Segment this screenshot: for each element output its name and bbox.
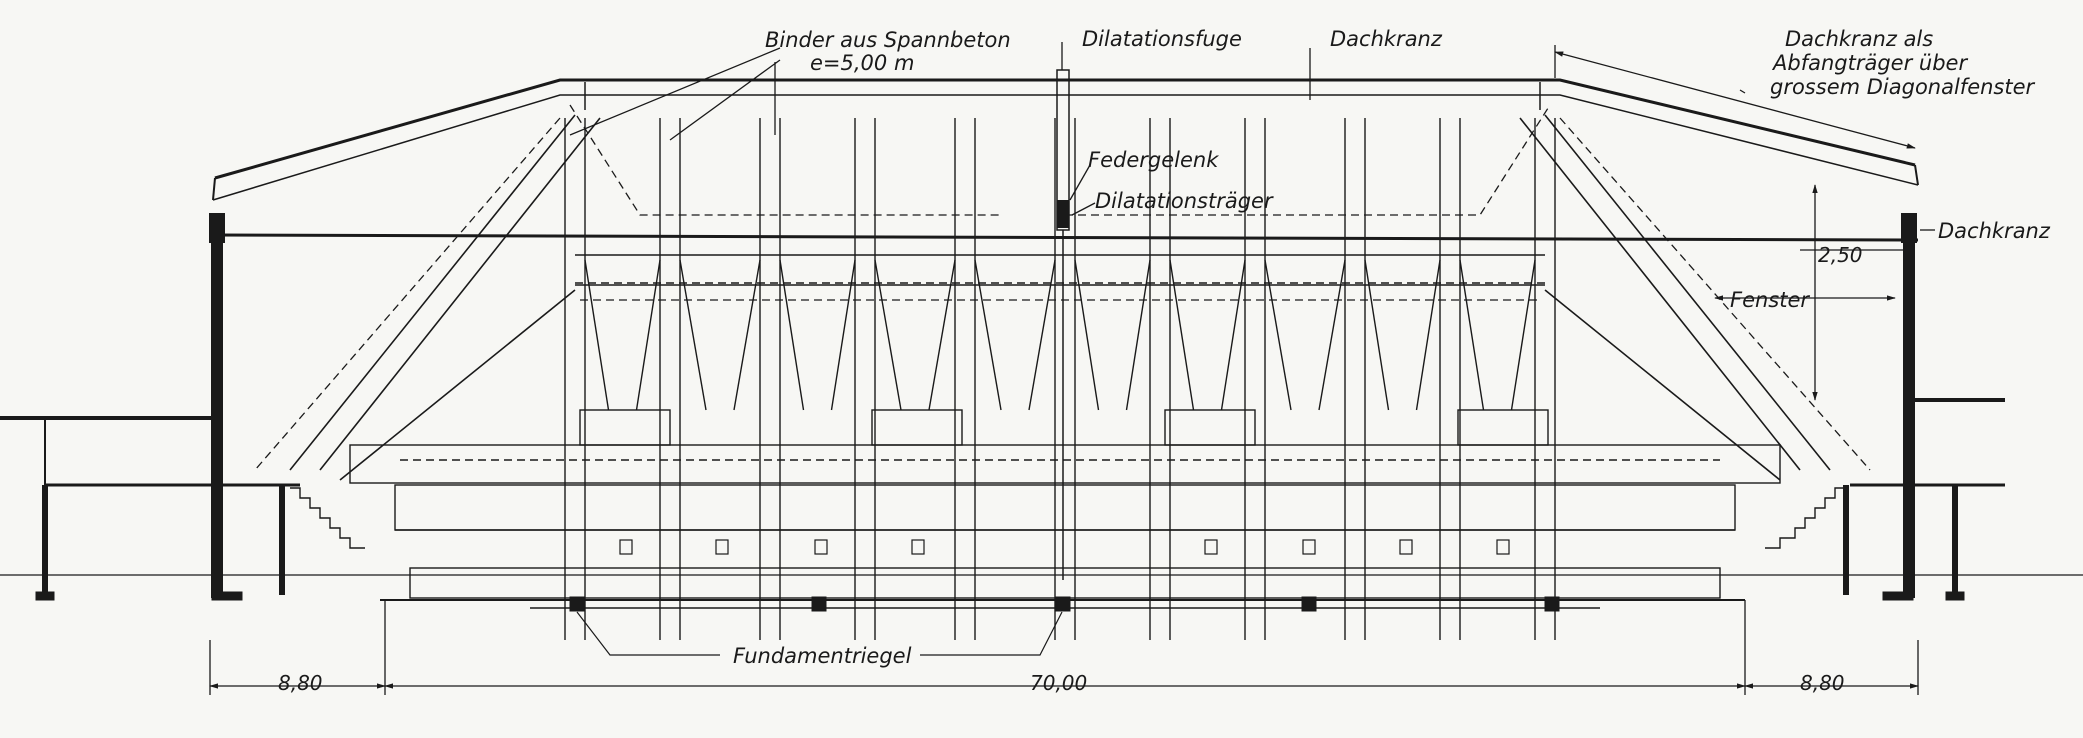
- label-dachkranz-right: Dachkranz: [1938, 219, 2051, 243]
- tie-beam: [214, 233, 1919, 242]
- outer-canopies: [0, 398, 2083, 601]
- label-height: 2,50: [1818, 243, 1863, 267]
- small-windows: [619, 539, 1510, 555]
- dim-left: 8,80: [278, 671, 323, 695]
- dimension-lines: [209, 42, 1935, 695]
- dim-center: 70,00: [1030, 671, 1087, 695]
- expansion-joint: [1056, 69, 1070, 580]
- diagonal-struts: [289, 114, 1831, 481]
- label-federgelenk: Federgelenk: [1088, 148, 1219, 172]
- dim-right: 8,80: [1800, 671, 1845, 695]
- label-dachkranz-top: Dachkranz: [1330, 27, 1443, 51]
- roof: [212, 78, 1919, 201]
- label-dachkranz-als-2: Abfangträger über: [1771, 51, 1968, 75]
- stands: [290, 409, 1845, 599]
- label-fundamentriegel: Fundamentriegel: [733, 644, 912, 668]
- label-dachkranz-als-1: Dachkranz als: [1785, 27, 1933, 51]
- column-grid: [564, 118, 1556, 640]
- label-fenster: Fenster: [1730, 288, 1810, 312]
- label-dachkranz-als-3: grossem Diagonalfenster: [1770, 75, 2036, 99]
- label-binder: Binder aus Spannbeton: [765, 28, 1011, 52]
- label-spacing: e=5,00 m: [810, 51, 914, 75]
- label-dilatationsfuge: Dilatationsfuge: [1082, 27, 1242, 51]
- label-dilatationstraeger: Dilatationsträger: [1095, 189, 1274, 213]
- foundation: [380, 596, 1745, 656]
- roof-binders: [254, 104, 1871, 471]
- outer-walls: [209, 213, 1917, 598]
